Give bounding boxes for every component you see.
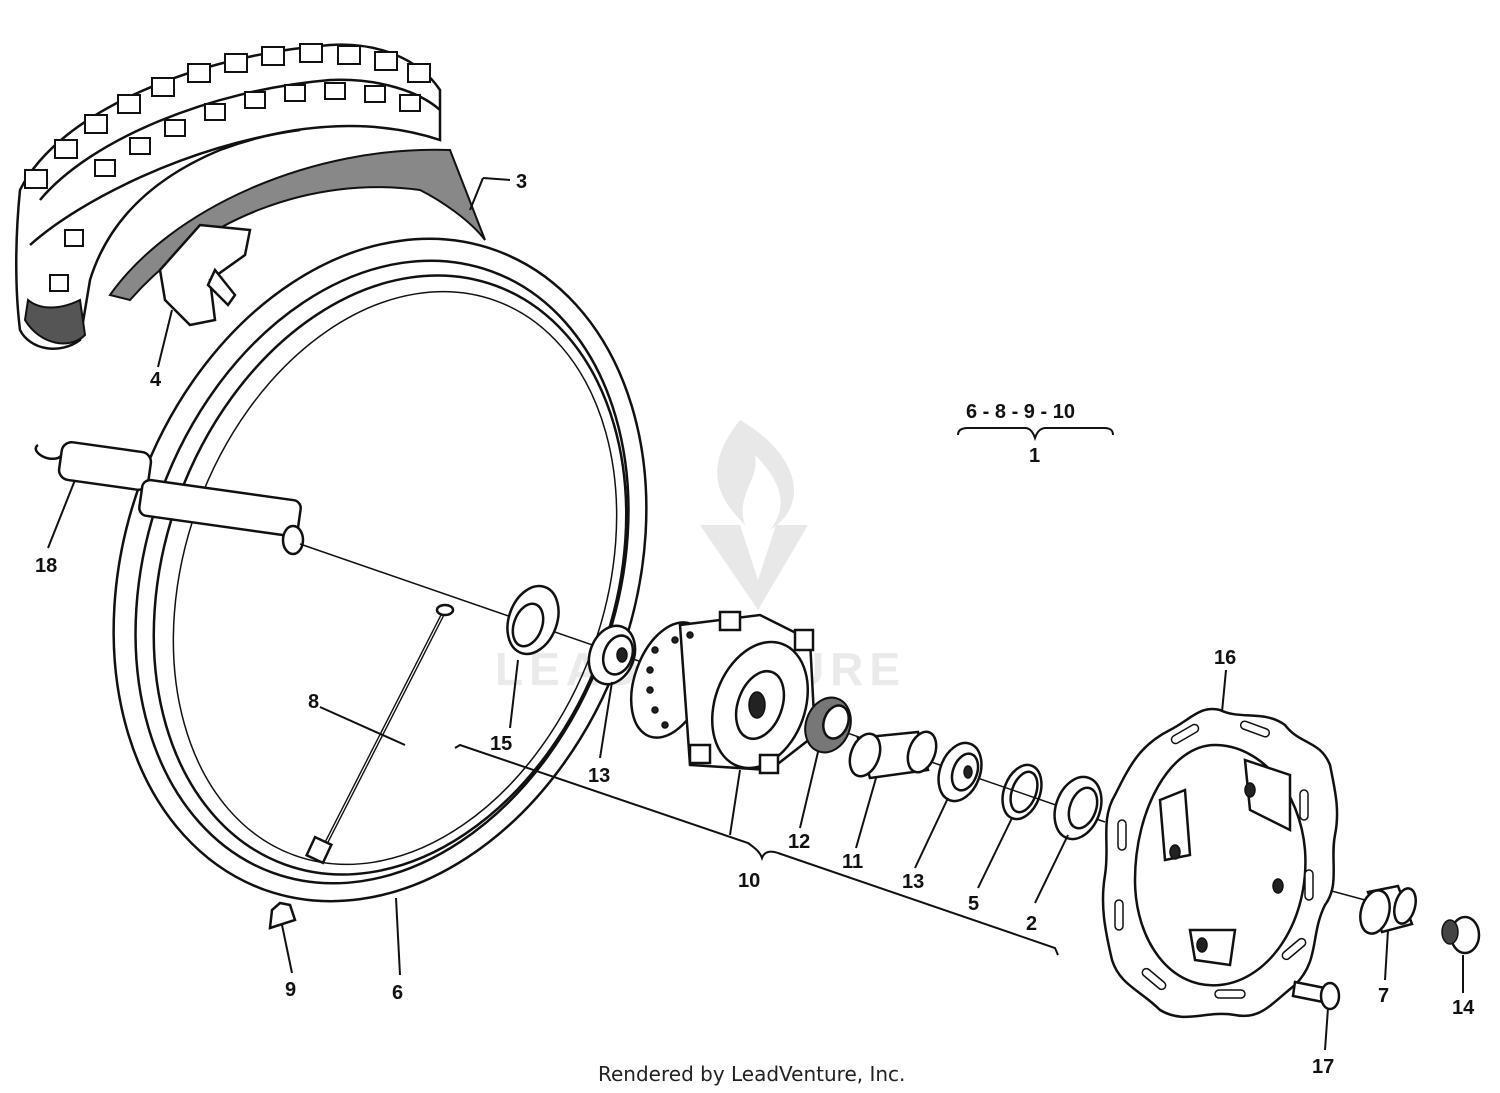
tire — [15, 43, 442, 350]
tire-tread — [24, 43, 431, 327]
spacer-collar — [1359, 884, 1417, 935]
seal — [506, 584, 560, 656]
axle — [34, 440, 305, 556]
callout-10: 10 — [738, 870, 760, 892]
footer-credit: Rendered by LeadVenture, Inc. — [598, 1062, 905, 1086]
hub — [629, 610, 817, 775]
callout-12: 12 — [788, 831, 810, 853]
brace-1 — [957, 427, 1114, 442]
distance-tube — [848, 730, 938, 780]
callout-13-left: 13 — [588, 765, 610, 787]
callout-16: 16 — [1214, 647, 1236, 669]
callout-15: 15 — [490, 733, 512, 755]
callout-4: 4 — [150, 369, 162, 391]
callout-3: 3 — [516, 171, 527, 193]
bearing-left — [587, 624, 637, 686]
callout-1: 1 — [1029, 445, 1040, 467]
callout-18: 18 — [35, 555, 57, 577]
outer-seal — [1053, 775, 1103, 841]
circlip — [1001, 763, 1043, 821]
assembly-group-label: 6 - 8 - 9 - 10 — [966, 401, 1075, 423]
callout-17: 17 — [1312, 1056, 1334, 1078]
callout-13-right: 13 — [902, 871, 924, 893]
callout-14: 14 — [1452, 997, 1475, 1019]
disc-bolt — [1291, 980, 1341, 1011]
bearing-right — [937, 741, 983, 803]
axle-nut — [1441, 915, 1481, 955]
nipple — [268, 901, 297, 930]
callout-5: 5 — [968, 893, 979, 915]
tube-rim-lock — [158, 223, 252, 327]
brake-disc — [1101, 707, 1339, 1019]
callout-9: 9 — [285, 979, 296, 1001]
callout-8: 8 — [308, 691, 319, 713]
callout-2: 2 — [1026, 913, 1037, 935]
leader-lines — [47, 177, 1464, 1051]
callout-7: 7 — [1378, 985, 1389, 1007]
spoke — [304, 603, 455, 865]
callout-11: 11 — [842, 851, 863, 873]
rim-strip — [108, 148, 486, 302]
brace-10 — [454, 743, 1059, 956]
spacer-bushing — [804, 696, 852, 754]
callout-6: 6 — [392, 982, 403, 1004]
